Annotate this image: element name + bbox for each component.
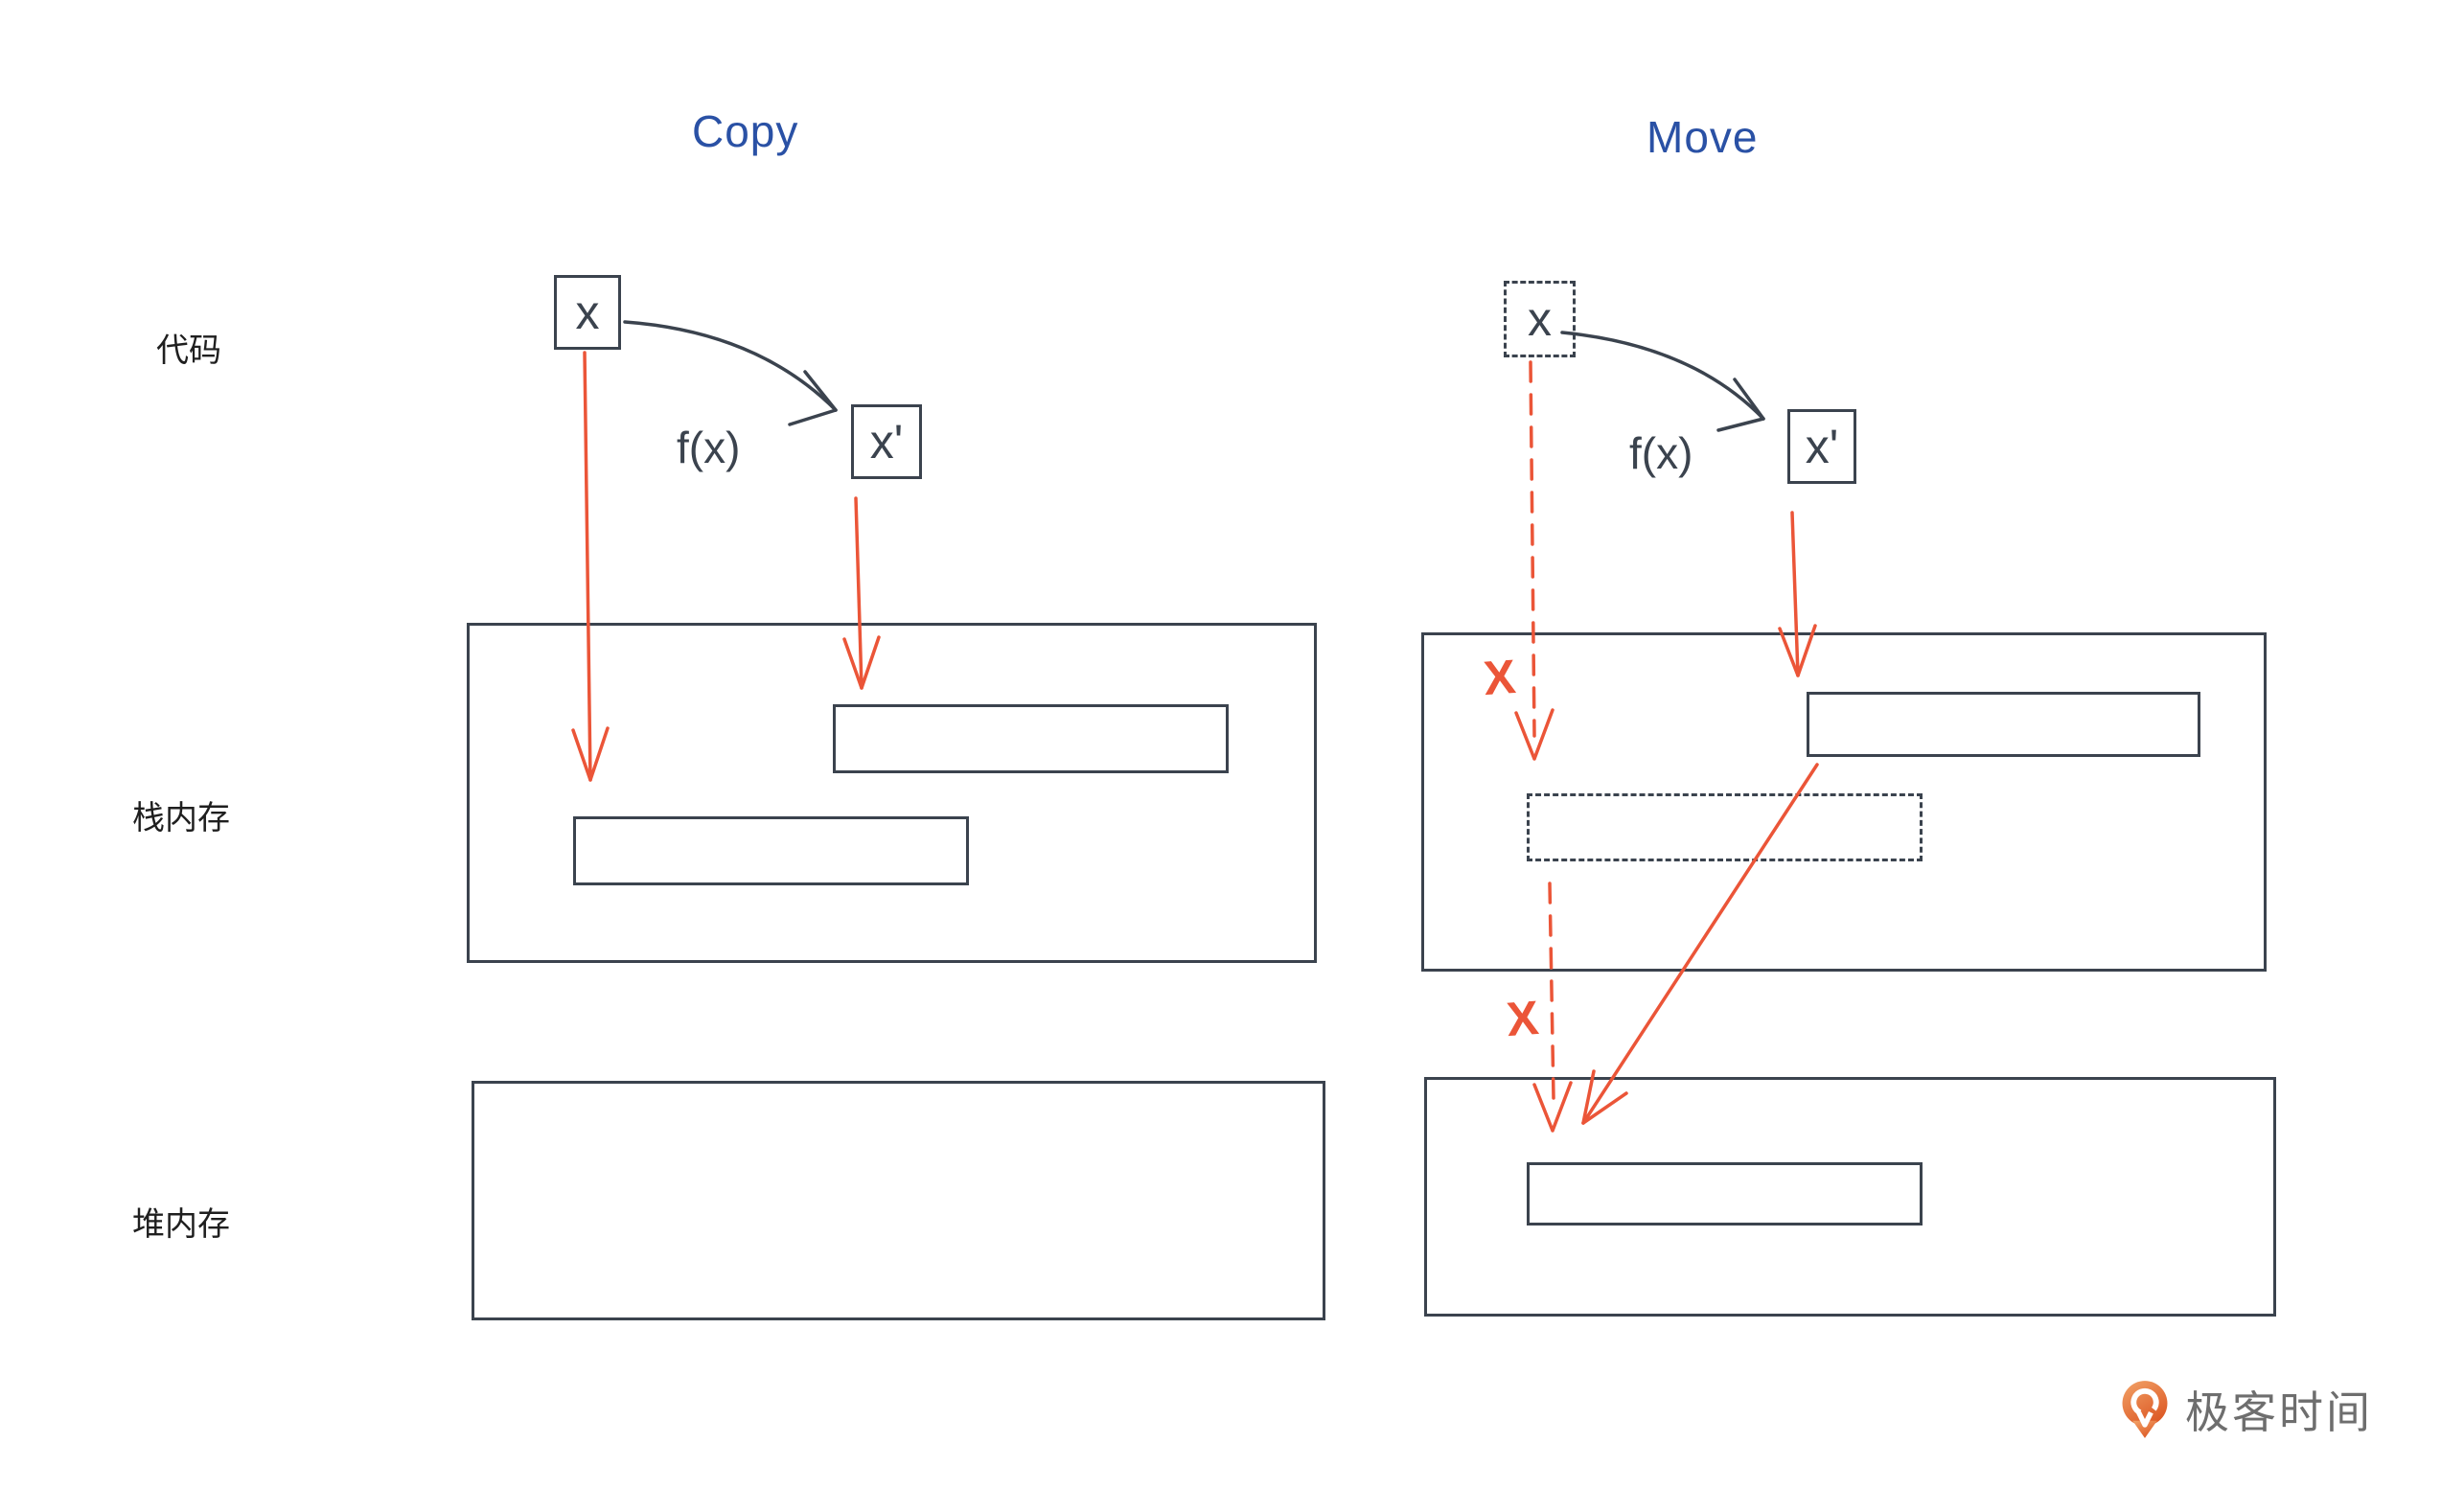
move-var-xprime-box: x' [1787, 409, 1856, 484]
move-stack-slot-xprime [1807, 692, 2200, 757]
copy-var-x-label: x [575, 286, 600, 339]
copy-fn-label: f(x) [677, 423, 741, 472]
copy-var-xprime-box: x' [851, 404, 922, 479]
move-assign-arrow [1560, 331, 1765, 432]
copy-stack-slot-x [573, 816, 969, 885]
move-var-x-label: x [1528, 292, 1552, 346]
copy-stack-slot-xprime [833, 704, 1229, 773]
move-heap-slot [1527, 1162, 1923, 1226]
copy-heap-box [472, 1081, 1325, 1320]
move-heap-box [1424, 1077, 2276, 1317]
copy-var-x-box: x [554, 275, 621, 350]
copy-var-xprime-label: x' [869, 415, 904, 469]
move-title: Move [1647, 112, 1759, 162]
copy-stack-box [467, 623, 1317, 963]
move-invalid-x-mark-stack: X [1482, 649, 1518, 706]
row-label-stack: 栈内存 [132, 800, 230, 836]
geektime-logo-icon [2122, 1381, 2168, 1438]
geektime-logo-text: 极客时间 [2185, 1387, 2373, 1437]
geektime-logo: 极客时间 [2118, 1378, 2373, 1441]
copy-title: Copy [692, 106, 799, 156]
copy-assign-arrow [623, 320, 838, 426]
move-var-x-box: x [1504, 281, 1576, 357]
move-fn-label: f(x) [1629, 428, 1693, 478]
row-label-heap: 堆内存 [132, 1206, 230, 1243]
move-stack-slot-x-dashed [1527, 793, 1923, 861]
move-invalid-x-mark-heap: X [1505, 990, 1541, 1047]
move-stack-box [1421, 632, 2267, 972]
move-var-xprime-label: x' [1805, 420, 1839, 473]
row-label-code: 代码 [156, 332, 221, 369]
